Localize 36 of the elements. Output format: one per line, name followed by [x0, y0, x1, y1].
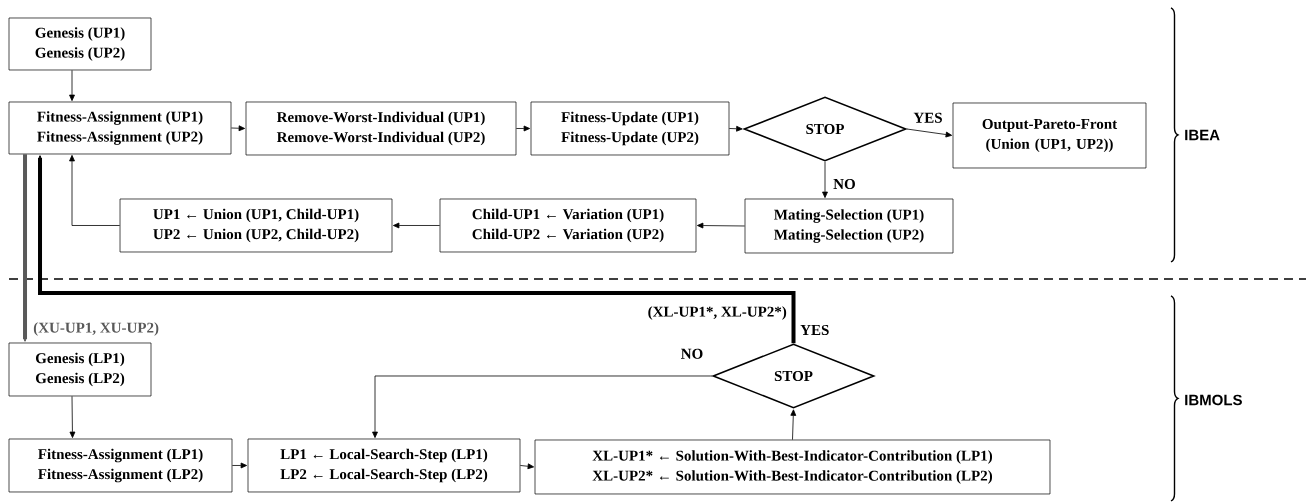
edge-label: YES	[912, 111, 944, 124]
arrow	[519, 463, 535, 470]
arrow	[231, 462, 248, 469]
process-box: Remove-Worst-Individual (UP1) Remove-Worst-Individual (UP2)	[245, 101, 517, 156]
process-box: Output-Pareto-Front (Union (UP1, UP2))	[952, 102, 1147, 169]
arrow	[728, 125, 743, 132]
edge-label: (XU-UP1, XU-UP2)	[32, 321, 160, 337]
process-box: XL-UP1* ← Solution-With-Best-Indicator-Contribution (LP1) XL-UP2* ← Solution-With-Best-Indicator-Contribution (LP2)	[534, 439, 1051, 495]
arrow	[38, 155, 796, 344]
edge-label: NO	[832, 177, 857, 191]
edge-label: YES	[799, 323, 831, 337]
edge-label: NO	[679, 347, 705, 360]
process-box: Fitness-Update (UP1) Fitness-Update (UP2)	[530, 101, 730, 156]
process-box: Fitness-Assignment (UP1) Fitness-Assignment (UP2)	[8, 101, 232, 155]
arrow	[69, 69, 75, 102]
process-box: Genesis (LP1) Genesis (LP2)	[8, 342, 152, 397]
section-label: IBEA	[1185, 129, 1220, 141]
process-box: Child-UP1 ← Variation (UP1) Child-UP2 ← Variation (UP2)	[439, 198, 697, 253]
arrow	[230, 125, 246, 132]
process-box: UP1 ← Union (UP1, Child-UP1) UP2 ← Union (UP2, Child-UP2)	[119, 198, 393, 253]
process-box: Genesis (UP1) Genesis (UP2)	[8, 17, 152, 71]
section-label: IBMOLS	[1185, 394, 1242, 406]
process-box: Mating-Selection (UP1) Mating-Selection (UP2)	[744, 198, 954, 254]
arrow	[906, 128, 953, 138]
arrow	[23, 154, 27, 342]
data-label: (XL-UP1*, XL-UP2*)	[648, 306, 787, 320]
arrow	[372, 375, 713, 438]
process-box: LP1 ← Local-Search-Step (LP1) LP2 ← Local-Search-Step (LP2)	[247, 438, 521, 493]
arrow	[69, 395, 76, 438]
arrow	[393, 222, 441, 229]
arrow	[69, 154, 121, 226]
process-box: Fitness-Assignment (LP1) Fitness-Assignment (LP2)	[8, 438, 233, 493]
arrow	[515, 125, 531, 132]
arrow	[822, 161, 828, 198]
arrow	[790, 409, 797, 441]
arrow	[696, 222, 746, 229]
